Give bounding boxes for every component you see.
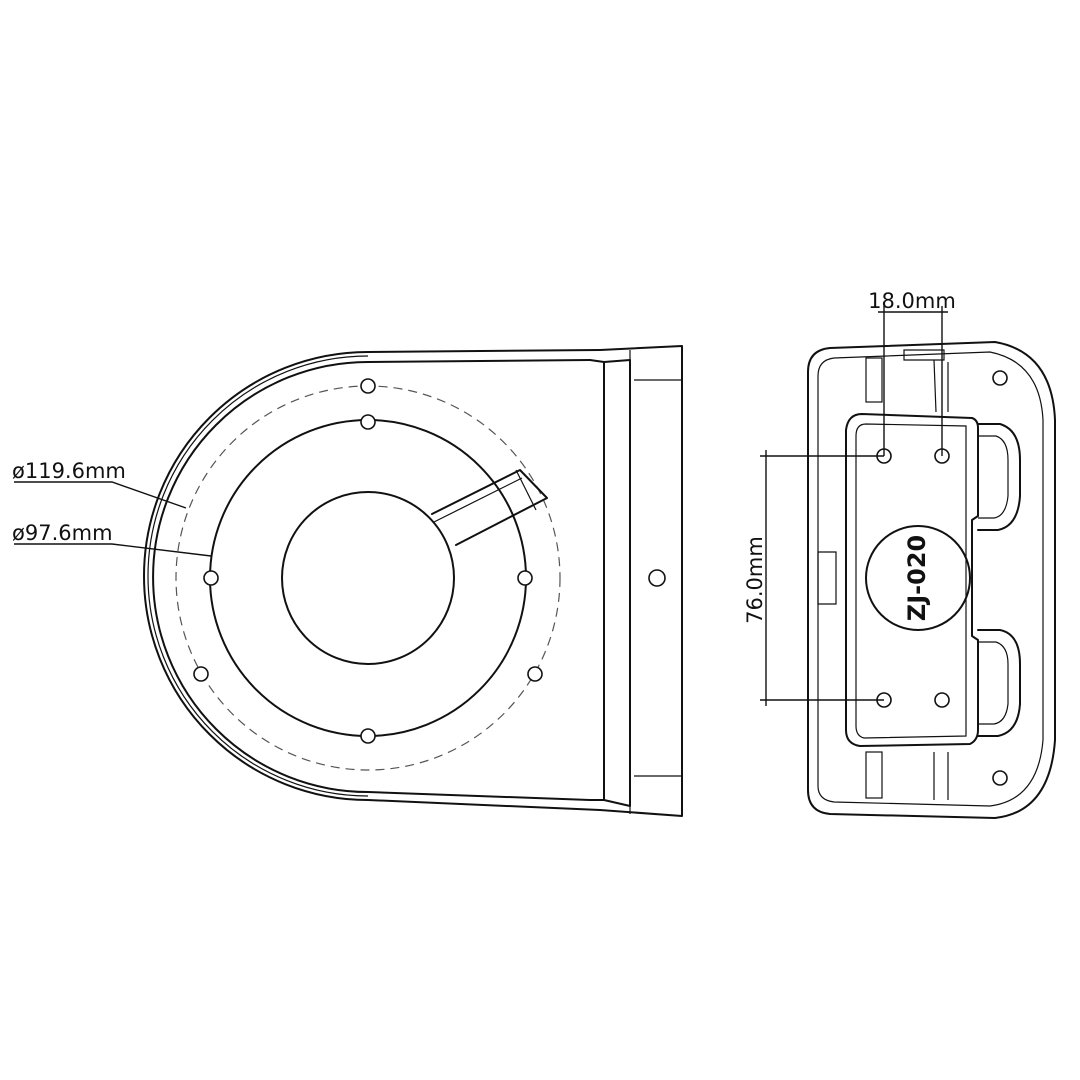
- screw-hole: [193, 666, 209, 682]
- screw-hole: [203, 570, 219, 586]
- shell-outline: [807, 341, 1056, 819]
- mount-ring: [209, 419, 527, 737]
- screw-hole: [360, 728, 376, 744]
- marking-circle: [865, 525, 971, 631]
- vertical-spacing-label: 76.0mm: [743, 536, 767, 624]
- bolt-circle: [175, 385, 561, 771]
- side-lug: [977, 423, 1021, 531]
- outer-diameter-label: ø119.6mm: [12, 459, 126, 483]
- screw-hole: [360, 378, 376, 394]
- screw-hole: [517, 570, 533, 586]
- screw-hole: [527, 666, 543, 682]
- side-lug: [977, 629, 1021, 737]
- front-view: ø119.6mm ø97.6mm: [12, 345, 683, 817]
- inner-diameter-label: ø97.6mm: [12, 521, 113, 545]
- part-marking: ZJ-020: [903, 535, 931, 621]
- leader-outer: [14, 481, 187, 509]
- corner-hole: [992, 770, 1008, 786]
- body-inner-outline: [152, 359, 591, 801]
- back-plate: [599, 345, 683, 817]
- cable-slot: [431, 469, 548, 546]
- body-outline: [143, 349, 601, 811]
- back-view: ZJ-020 18.0mm 76.0mm: [743, 289, 1056, 819]
- screw-hole: [360, 414, 376, 430]
- mount-hole: [934, 692, 950, 708]
- center-opening: [281, 491, 455, 665]
- horizontal-spacing-label: 18.0mm: [868, 289, 956, 313]
- leader-inner: [14, 543, 212, 557]
- corner-hole: [992, 370, 1008, 386]
- plate-screw-hole: [648, 569, 666, 587]
